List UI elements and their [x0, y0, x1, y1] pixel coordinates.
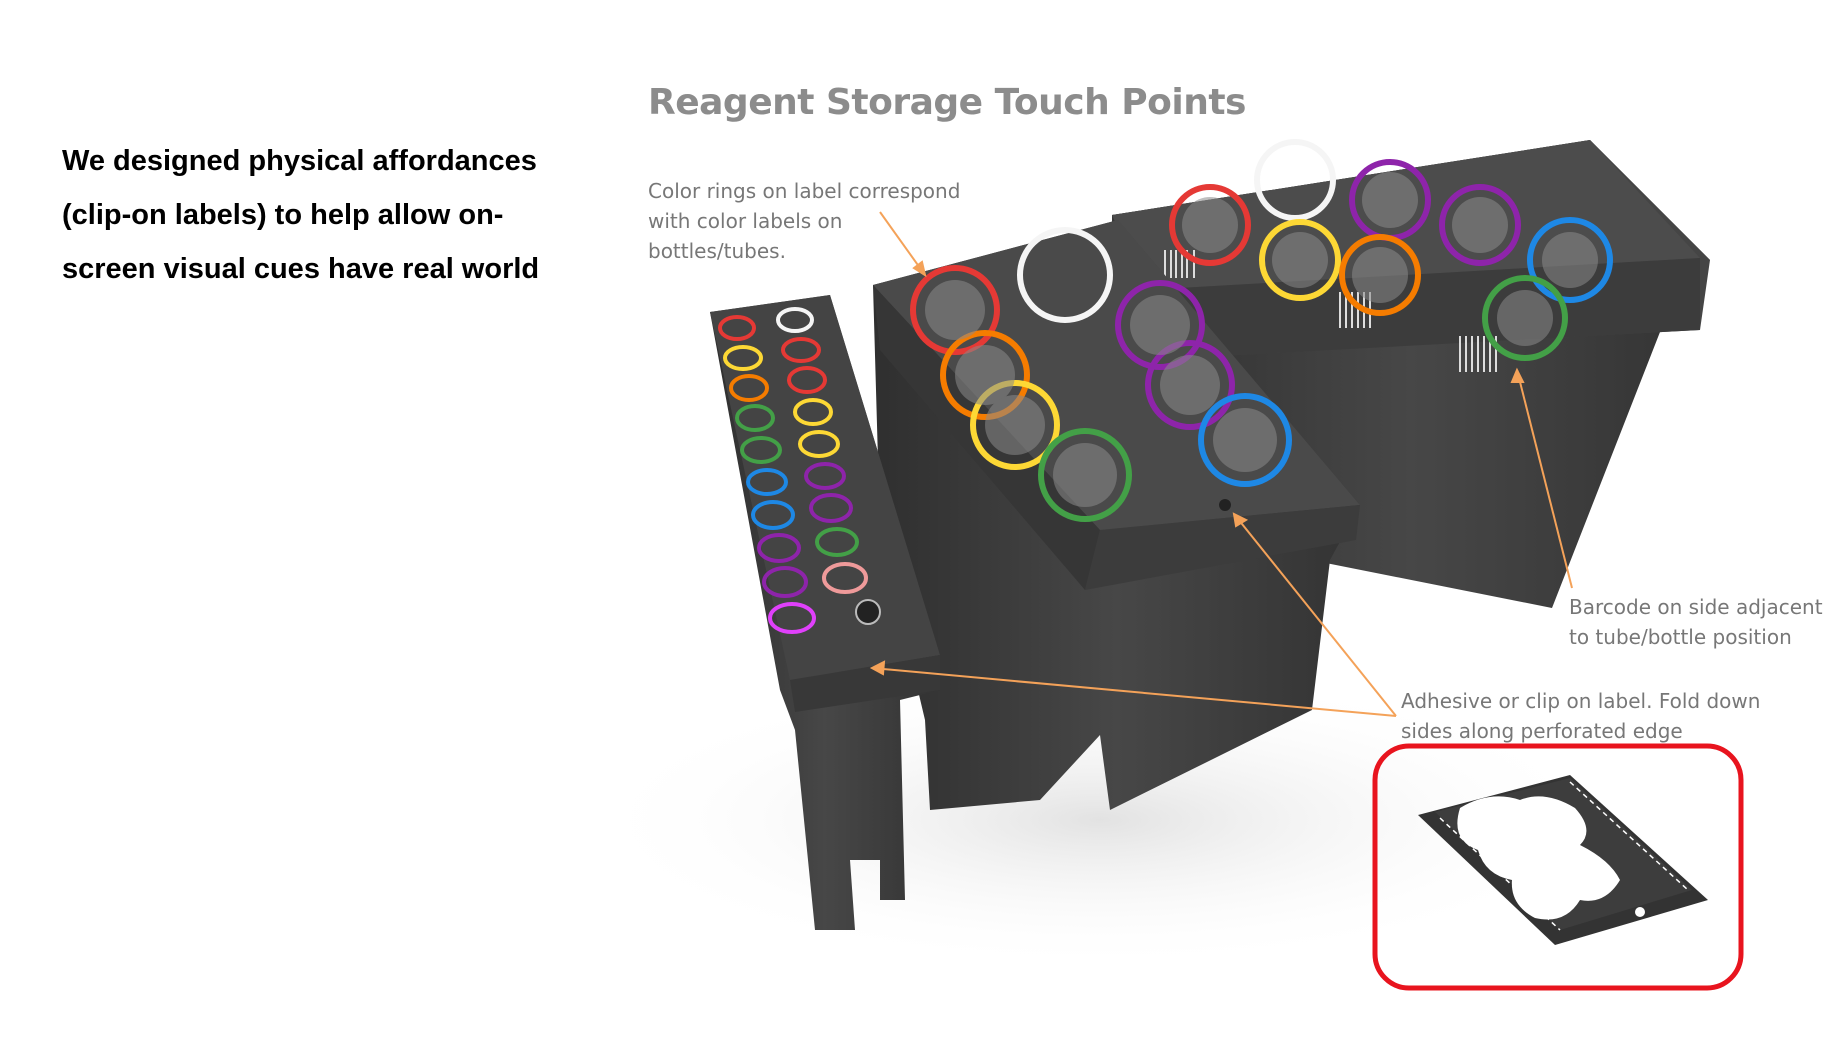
diagram-title: Reagent Storage Touch Points [648, 82, 1246, 123]
callout-line: Adhesive or clip on label. Fold down [1401, 689, 1761, 713]
intro-line: We designed physical affordances [62, 145, 537, 177]
center-tube-openings [925, 280, 1277, 507]
callout-arrows [869, 211, 1573, 717]
tube-rack [710, 295, 940, 930]
callout-line: bottles/tubes. [648, 239, 786, 263]
callout-clip-on-label: Adhesive or clip on label. Fold down sid… [1401, 686, 1760, 746]
callout-line: sides along perforated edge [1401, 719, 1683, 743]
center-reagent-tray [873, 220, 1360, 810]
rack-color-rings [718, 307, 868, 634]
intro-line: (clip-on labels) to help allow on- [62, 199, 504, 231]
rear-tube-openings [1182, 172, 1598, 346]
callout-line: Barcode on side adjacent [1569, 595, 1823, 619]
intro-text: We designed physical affordances (clip-o… [62, 134, 582, 296]
callout-line: with color labels on [648, 209, 843, 233]
center-color-rings [910, 227, 1292, 522]
rear-color-rings [1169, 139, 1613, 361]
clip-on-label-sheet [1418, 775, 1708, 945]
callout-color-rings: Color rings on label correspond with col… [648, 176, 960, 266]
callout-barcode: Barcode on side adjacent to tube/bottle … [1569, 592, 1823, 652]
callout-line: to tube/bottle position [1569, 625, 1792, 649]
intro-line: screen visual cues have real world [62, 253, 540, 285]
label-highlight-frame [1372, 743, 1744, 991]
callout-line: Color rings on label correspond [648, 179, 961, 203]
